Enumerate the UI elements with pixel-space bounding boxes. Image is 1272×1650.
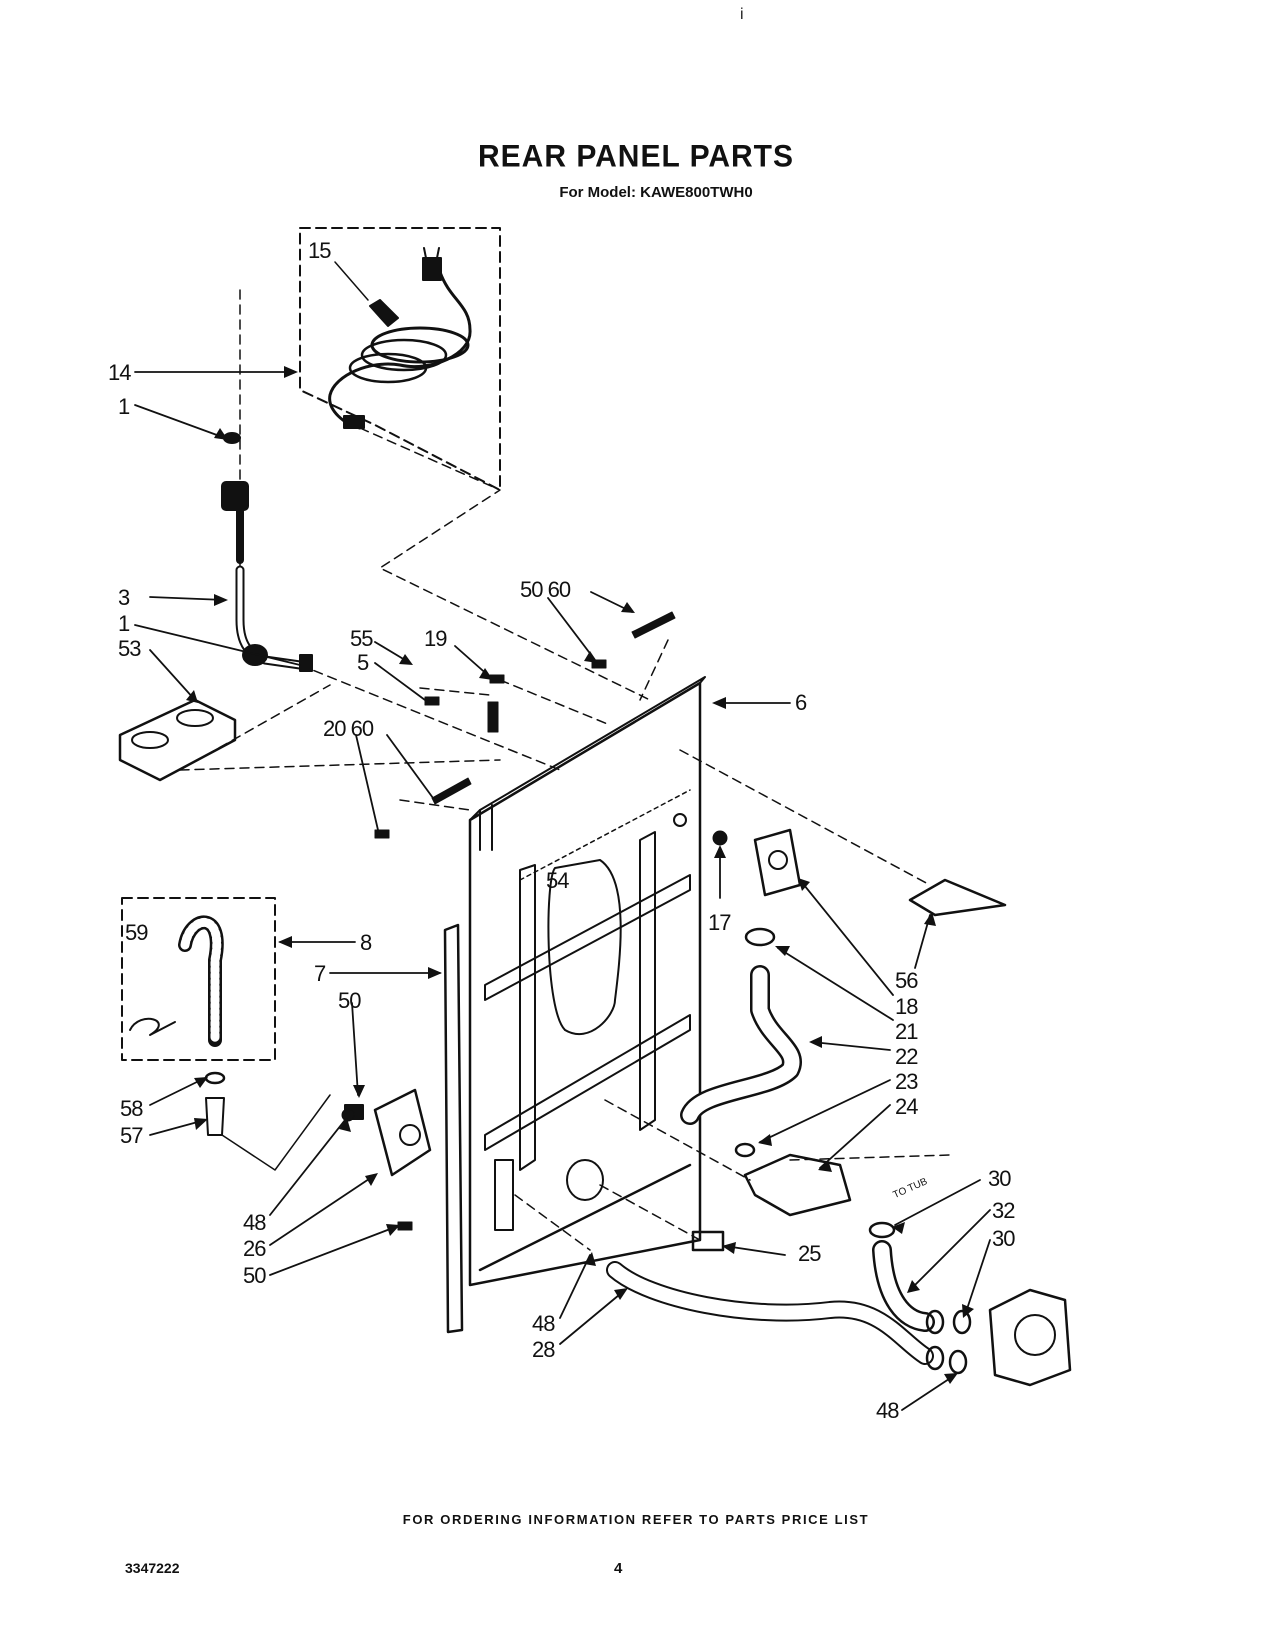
- callout-28: 28: [532, 1337, 556, 1362]
- connector-dashed-lines: [179, 289, 951, 1251]
- lower-drain-hose: [606, 1261, 934, 1365]
- callout-23: 23: [895, 1069, 919, 1094]
- inlet-hose: [221, 432, 313, 672]
- callout-48-mid: 48: [532, 1311, 556, 1336]
- callout-20-60: 20 60: [323, 716, 374, 741]
- side-rail: [443, 923, 464, 1334]
- callout-30-top: 30: [988, 1166, 1012, 1191]
- model-subtitle: For Model: KAWE800TWH0: [559, 184, 753, 201]
- fill-hose: [680, 965, 802, 1125]
- callout-54: 54: [546, 868, 570, 893]
- callout-55: 55: [350, 626, 374, 651]
- callout-18: 18: [895, 994, 919, 1019]
- callout-21: 21: [895, 1019, 919, 1044]
- callout-19: 19: [424, 626, 448, 651]
- rear-panel: [468, 676, 706, 1287]
- callout-24: 24: [895, 1094, 919, 1119]
- callout-5: 5: [357, 650, 369, 675]
- callout-6: 6: [795, 690, 807, 715]
- callout-50-mid: 50: [338, 988, 362, 1013]
- callout-25: 25: [798, 1241, 822, 1266]
- callout-48-right: 48: [876, 1398, 900, 1423]
- callout-8: 8: [360, 930, 372, 955]
- callout-15: 15: [308, 238, 332, 263]
- pump-bracket: [344, 1088, 432, 1177]
- callout-14: 14: [108, 360, 132, 385]
- part-25: [691, 1230, 725, 1252]
- drain-hose: [129, 915, 224, 1047]
- page-number: 4: [614, 1560, 623, 1577]
- callout-7: 7: [314, 961, 326, 986]
- pump-housing: [988, 1288, 1072, 1387]
- water-valve: [744, 828, 1007, 947]
- page-title: REAR PANEL PARTS: [477, 139, 795, 174]
- callout-50-60-top: 50 60: [520, 577, 571, 602]
- callout-56: 56: [895, 968, 919, 993]
- callout-48-left: 48: [243, 1210, 267, 1235]
- callout-22: 22: [895, 1044, 919, 1069]
- scan-mark: i: [740, 6, 744, 23]
- callout-1-lower: 1: [118, 611, 130, 636]
- callout-30-lower: 30: [992, 1226, 1016, 1251]
- ordering-note: FOR ORDERING INFORMATION REFER TO PARTS …: [402, 1512, 870, 1527]
- hose-end-parts: [204, 1071, 331, 1171]
- bracket-53: [118, 698, 237, 782]
- callout-53: 53: [118, 636, 142, 661]
- power-cord-kit-box: [299, 227, 501, 491]
- callout-17: 17: [708, 910, 732, 935]
- power-cord: [328, 247, 472, 430]
- callout-1: 1: [118, 394, 130, 419]
- arrowheads: [186, 366, 974, 1384]
- callout-57: 57: [120, 1123, 144, 1148]
- pump-24: [734, 1142, 852, 1217]
- callout-50-bottom: 50: [243, 1263, 267, 1288]
- callout-59: 59: [125, 920, 149, 945]
- callout-32: 32: [992, 1198, 1016, 1223]
- drain-hose-kit-box: [121, 897, 276, 1061]
- callout-58: 58: [120, 1096, 144, 1121]
- leader-lines: [134, 371, 991, 1411]
- document-number: 3347222: [125, 1560, 180, 1576]
- callout-26: 26: [243, 1236, 267, 1261]
- callout-3: 3: [118, 585, 130, 610]
